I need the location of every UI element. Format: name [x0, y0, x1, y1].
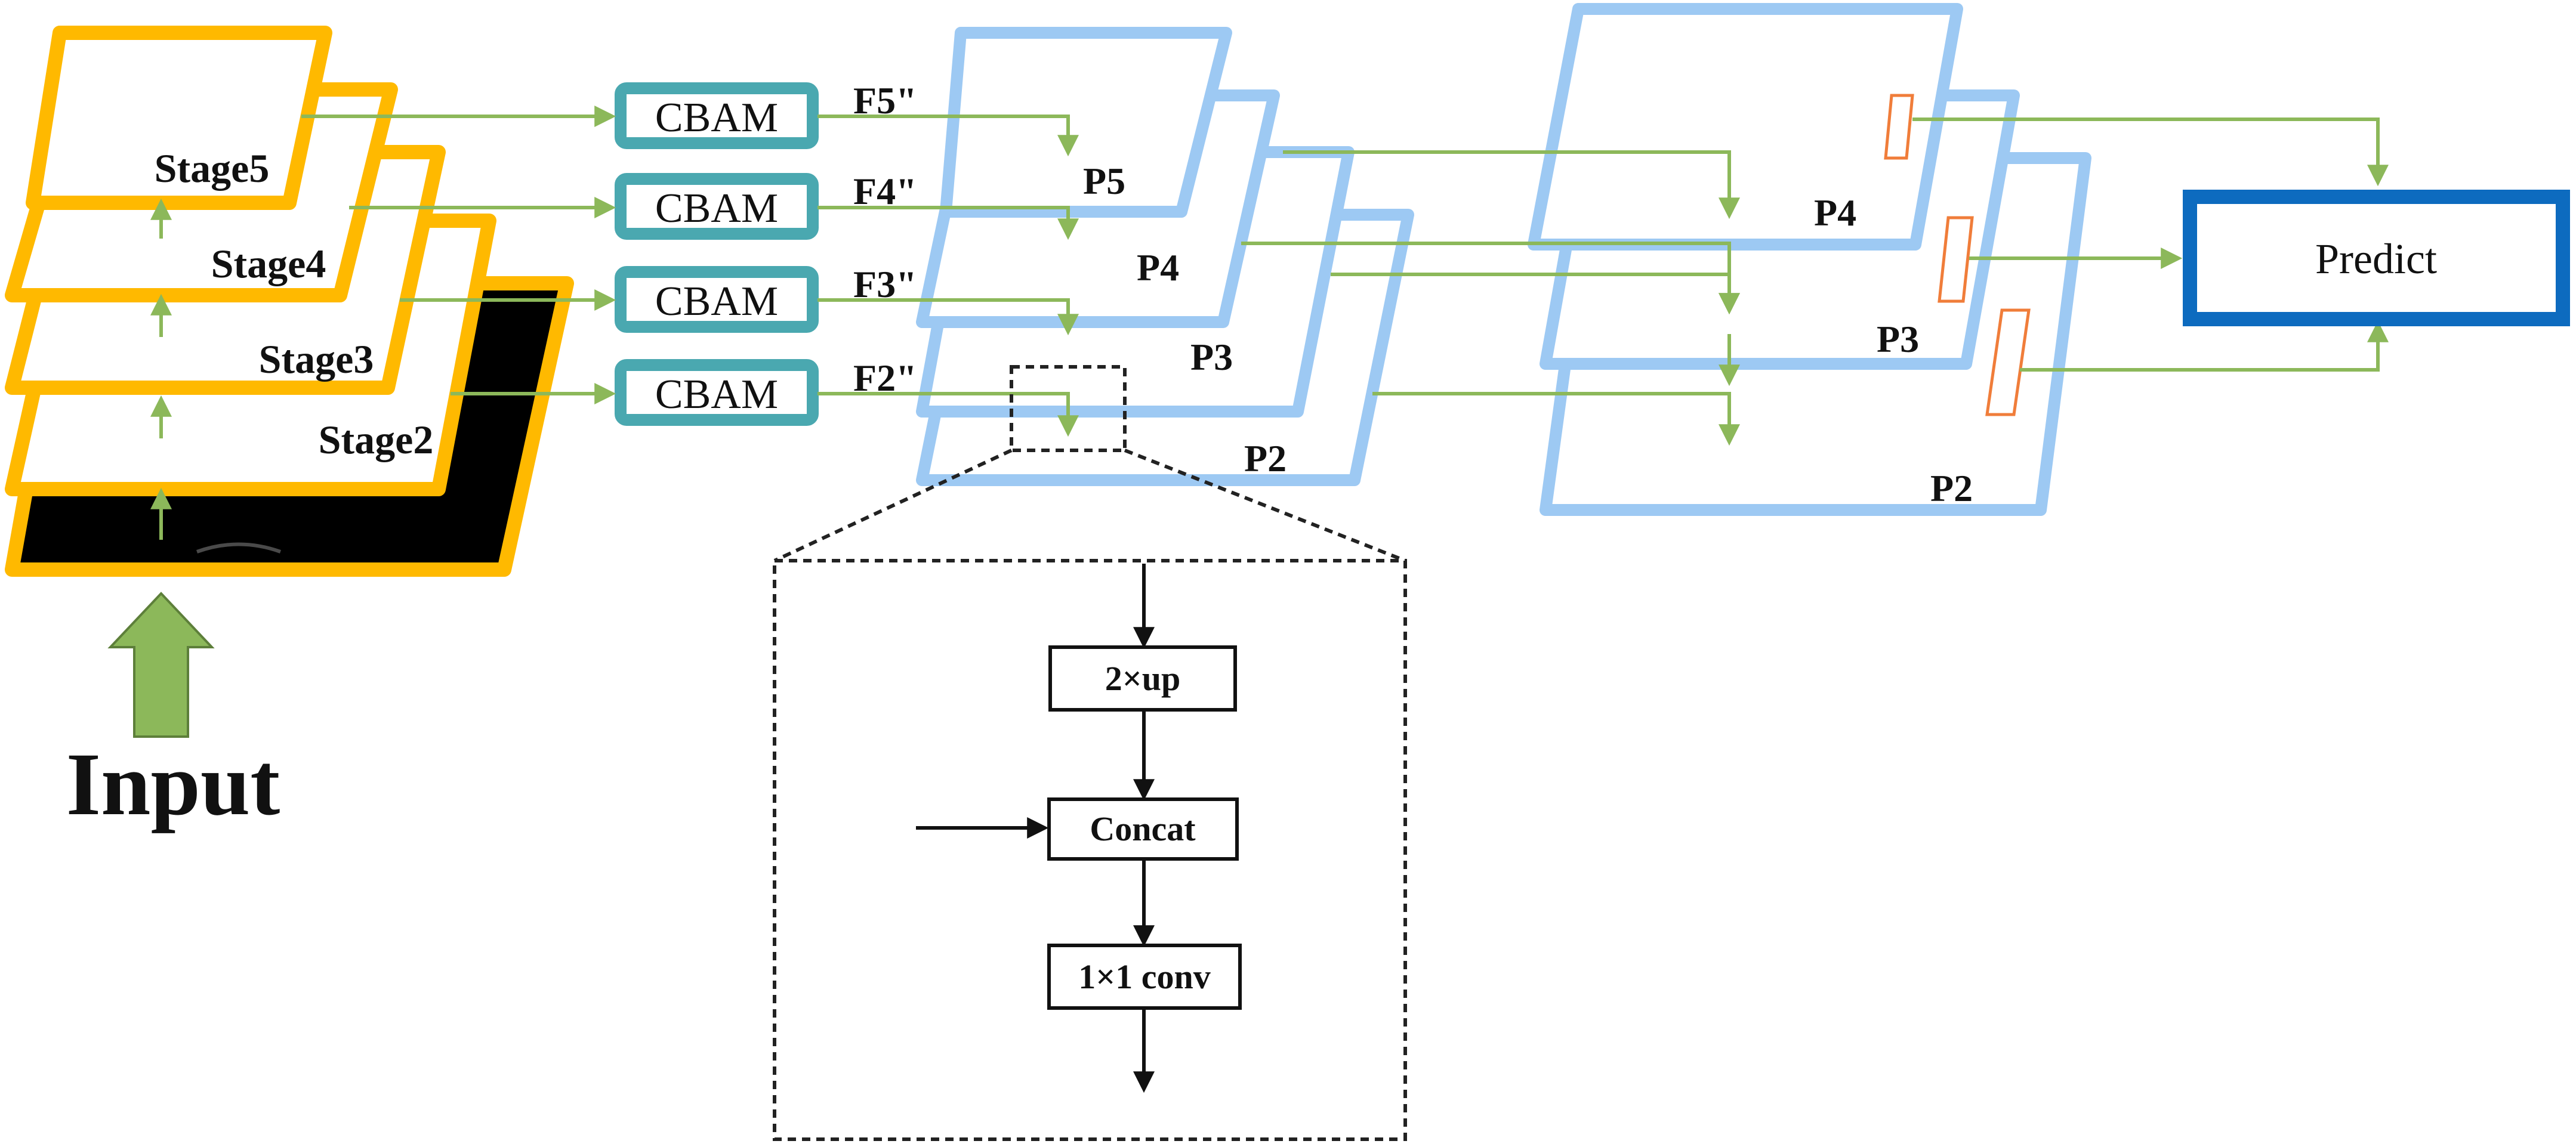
f5-to-p5-arrow [817, 115, 1079, 157]
concat-box [1047, 797, 1239, 861]
fpn-p4-label: P4 [1137, 246, 1179, 289]
cbam-label: CBAM [655, 186, 778, 231]
cbam-label: CBAM [655, 372, 778, 418]
zoom-guide-right [1124, 449, 1406, 562]
cbam-label: CBAM [655, 95, 778, 141]
cbam-box [615, 359, 819, 426]
stage5-layer [26, 26, 332, 210]
anchor-box [1938, 216, 1974, 303]
predict-box [2183, 190, 2570, 326]
stage5-label: Stage5 [155, 146, 270, 191]
upsample-label: 2×up [1105, 659, 1181, 698]
stage2-label: Stage2 [319, 417, 434, 462]
input-label: Input [66, 735, 280, 834]
detail-selection [1010, 365, 1127, 452]
zoom-guide-left [773, 449, 1013, 562]
backbone: Stage5 Stage4 Stage3 Stage2 [5, 26, 574, 577]
concat-label: Concat [1090, 809, 1196, 848]
f2-to-p2-arrow [817, 392, 1079, 437]
stage-swoosh [196, 542, 282, 554]
pan: P4 P3 P2 [1528, 3, 2091, 516]
f3-to-p3-arrow [817, 298, 1079, 336]
fpn-p5-layer [940, 27, 1232, 218]
conv-label: 1×1 conv [1078, 957, 1211, 996]
cbam-box [615, 173, 819, 240]
input-arrow [107, 592, 215, 738]
p3-to-pan-arrow [1331, 273, 1740, 315]
fpn-p2-label: P2 [1244, 437, 1287, 480]
pan-p3-label: P3 [1877, 318, 1919, 360]
fpn-p5-label: P5 [1083, 160, 1125, 202]
stage3-label: Stage3 [259, 336, 374, 382]
pan-p4-layer [1528, 3, 1963, 251]
pan-p4-to-predict-arrow [1912, 118, 2389, 187]
fpn-p3-label: P3 [1190, 336, 1233, 378]
cbam-box [615, 266, 819, 333]
detail-panel: 2×up Concat 1×1 conv [773, 449, 1407, 1141]
cbam-column: CBAM CBAM CBAM CBAM [615, 82, 819, 426]
fpn: P5 P4 P3 P2 [916, 27, 1414, 486]
cbam-label: CBAM [655, 279, 778, 324]
f4-to-p4-arrow [817, 206, 1079, 240]
p5-to-pan-arrow [1283, 150, 1740, 219]
stage4-label: Stage4 [211, 241, 326, 286]
pan-p2-to-predict-arrow [2020, 320, 2389, 372]
conv-box [1047, 944, 1242, 1010]
predict-label: Predict [2315, 235, 2437, 283]
pan-p2-label: P2 [1930, 467, 1973, 509]
feature-label-f4: F4" [853, 170, 917, 212]
pan-p4-label: P4 [1814, 191, 1856, 234]
cbam-box [615, 82, 819, 149]
anchor-box [1884, 94, 1914, 160]
p2-to-pan-arrow [1372, 392, 1740, 446]
anchor-box [1985, 308, 2031, 416]
